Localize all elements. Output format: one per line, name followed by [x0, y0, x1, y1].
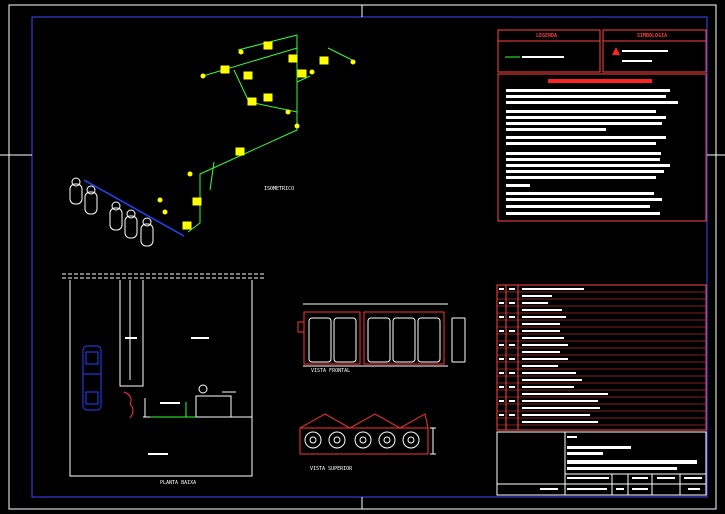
notes-box	[497, 73, 707, 222]
legend-box	[497, 29, 707, 75]
materials-table	[496, 284, 707, 431]
vehicle-icon	[82, 345, 102, 411]
top-view-drawing	[299, 413, 436, 455]
isometric-label: ISOMETRICO	[264, 186, 295, 192]
legend-title: LEGENDA	[536, 33, 558, 39]
front-view-drawing	[297, 303, 466, 367]
sheet-frame	[0, 4, 725, 510]
isometric-drawing	[69, 34, 356, 247]
top-view-label: VISTA SUPERIOR	[310, 466, 353, 472]
title-block	[496, 431, 707, 496]
plan-label: PLANTA BAIXA	[160, 480, 197, 486]
gas-cylinder-icon	[69, 177, 154, 247]
warning-triangle-icon	[612, 47, 620, 55]
symbology-title: SIMBOLOGIA	[637, 33, 668, 39]
plan-drawing	[62, 273, 265, 477]
front-view-label: VISTA FRONTAL	[311, 368, 351, 374]
